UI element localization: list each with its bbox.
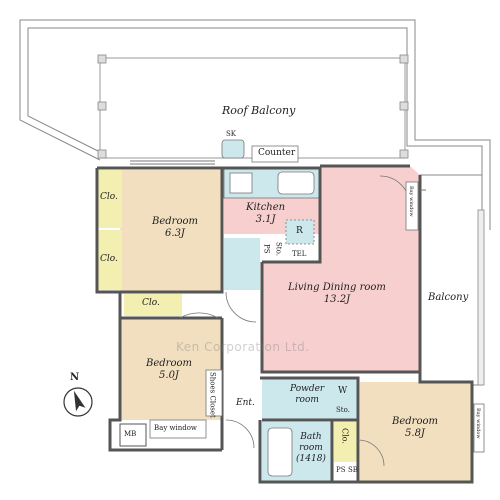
roof-balcony-label: Roof Balcony bbox=[222, 104, 296, 117]
closet1-area bbox=[97, 170, 122, 228]
compass bbox=[63, 387, 93, 417]
bay-window-label-1: Bay window bbox=[154, 424, 197, 432]
bay-window-box-3 bbox=[473, 403, 485, 453]
ent-label: Ent. bbox=[236, 398, 255, 408]
bay-window-label-2: Bay window bbox=[408, 186, 414, 217]
fridge-space bbox=[285, 219, 315, 245]
counter-label: Counter bbox=[258, 148, 296, 158]
shoes-closet-box bbox=[205, 369, 223, 417]
balcony-area bbox=[419, 174, 483, 386]
r-label: R bbox=[296, 226, 303, 236]
closet3-label: Clo. bbox=[142, 298, 160, 308]
ps-label-1: PS bbox=[262, 244, 271, 254]
windows bbox=[130, 160, 426, 191]
balcony-rail bbox=[477, 209, 485, 386]
sto-label-2: Sto. bbox=[336, 406, 350, 414]
mb-box bbox=[119, 423, 147, 447]
powder-area bbox=[262, 378, 358, 420]
living-area bbox=[262, 166, 420, 372]
bay-window-label-3: Bay window bbox=[475, 408, 481, 439]
bathtub bbox=[267, 427, 293, 477]
ps-label-2: PS bbox=[336, 466, 346, 474]
railing-posts bbox=[97, 54, 409, 159]
bedroom2-area bbox=[120, 318, 222, 420]
bay-window-box-2 bbox=[405, 181, 419, 231]
sb-label: SB bbox=[348, 466, 358, 474]
sink bbox=[277, 171, 315, 195]
walls bbox=[95, 164, 474, 484]
w-label: W bbox=[338, 386, 348, 396]
sk-sink bbox=[221, 139, 245, 159]
counter-box bbox=[251, 145, 299, 163]
closet4-label: Clo. bbox=[340, 428, 350, 444]
shoes-closet-label: Shoes Closet bbox=[208, 372, 217, 418]
sk-label: SK bbox=[226, 130, 237, 138]
closet2-label: Clo. bbox=[100, 254, 118, 264]
toilet-area bbox=[224, 238, 260, 290]
mb-label: MB bbox=[124, 430, 137, 438]
bedroom3-area bbox=[360, 382, 472, 482]
watermark: Ken Corporation Ltd. bbox=[176, 340, 310, 354]
closet3-area bbox=[124, 294, 182, 316]
bay-window-box-1 bbox=[149, 419, 207, 439]
bedroom1-area bbox=[120, 170, 222, 292]
compass-n-label: N bbox=[70, 372, 80, 383]
balcony-label: Balcony bbox=[428, 292, 469, 303]
tel-label: TEL bbox=[292, 250, 307, 258]
sto-label-1: Sto. bbox=[274, 242, 283, 256]
closet2-area bbox=[97, 230, 122, 290]
closet4-area bbox=[334, 422, 358, 462]
stove bbox=[229, 172, 253, 194]
closet1-label: Clo. bbox=[100, 192, 118, 202]
